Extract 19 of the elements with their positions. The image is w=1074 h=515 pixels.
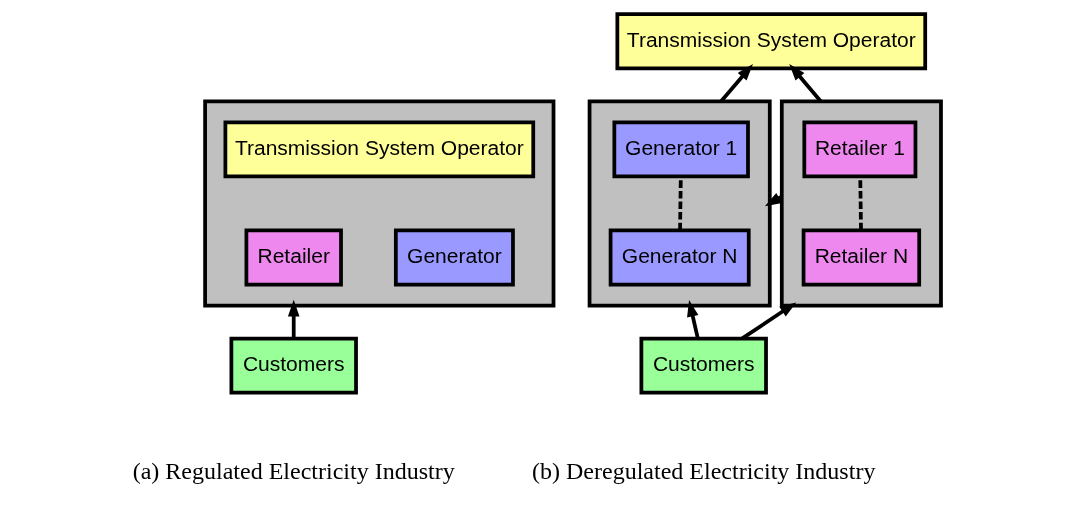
arrow <box>287 299 300 339</box>
cluster <box>203 99 556 308</box>
arrow <box>719 64 753 103</box>
node-box: Retailer <box>244 228 343 287</box>
node-box: Transmission System Operator <box>223 120 536 179</box>
node-box: Customers <box>229 336 358 395</box>
arrow <box>741 302 797 340</box>
node-box: Customers <box>639 336 768 395</box>
arrow <box>687 300 700 339</box>
node-box: Generator N <box>608 228 751 287</box>
node-box: Retailer 1 <box>802 120 918 179</box>
arrow <box>789 64 823 103</box>
node-box: Retailer N <box>801 228 922 287</box>
node-box: Generator <box>393 228 515 287</box>
node-box: Generator 1 <box>612 120 750 179</box>
label: (b) Deregulated Electricity Industry <box>531 458 876 485</box>
node-box: Transmission System Operator <box>615 12 928 71</box>
label: (a) Regulated Electricity Industry <box>132 458 455 485</box>
cluster <box>587 99 772 308</box>
